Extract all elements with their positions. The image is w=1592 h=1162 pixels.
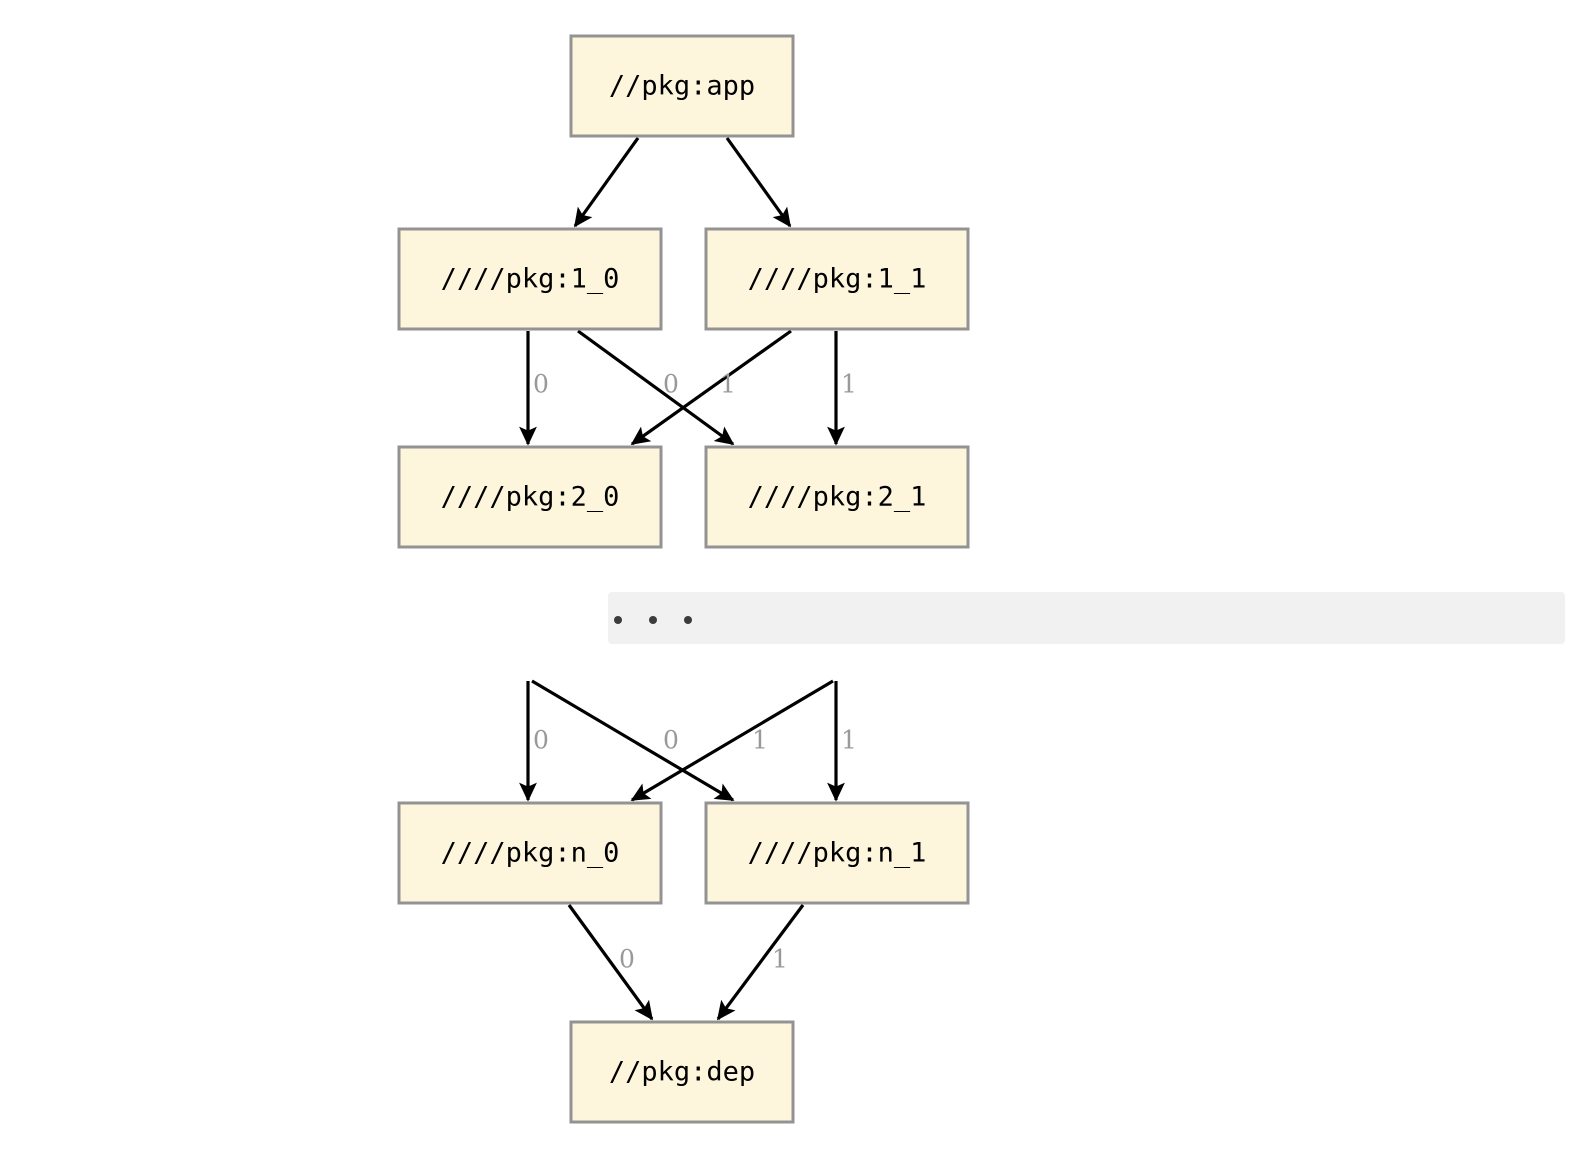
graph-edge (725, 137, 792, 228)
graph-node-ln_0[interactable]: ////pkg:n_0 (397, 801, 663, 905)
edge-line (573, 137, 640, 228)
ellipsis-separator (608, 592, 1565, 644)
edge-label: 0 (533, 370, 549, 399)
graph-edge: 0 (531, 679, 735, 802)
edge-label: 1 (752, 726, 768, 755)
graph-node-l1_0[interactable]: ////pkg:1_0 (397, 227, 663, 331)
node-box[interactable] (397, 801, 663, 905)
graph-edge: 1 (827, 331, 857, 446)
graph-node-l2_1[interactable]: ////pkg:2_1 (704, 445, 970, 549)
node-label: ////pkg:2_1 (748, 482, 927, 513)
edge-label: 1 (720, 370, 736, 399)
edge-line (725, 137, 792, 228)
node-box[interactable] (704, 445, 970, 549)
edge-line (577, 329, 735, 446)
graph-edge: 1 (630, 329, 792, 446)
edge-label: 1 (772, 945, 788, 974)
ellipsis-dot (649, 616, 657, 624)
node-label: ////pkg:1_1 (748, 264, 927, 295)
node-label: ////pkg:n_1 (748, 838, 927, 869)
edge-line (716, 904, 805, 1021)
edge-label: 0 (533, 726, 549, 755)
node-box[interactable] (397, 227, 663, 331)
node-box[interactable] (397, 445, 663, 549)
edges-layer: 0 0 1 1 0 0 1 1 0 1 (519, 137, 857, 1021)
graph-edge: 0 (567, 904, 654, 1021)
ellipsis-dot (614, 616, 622, 624)
graph-edge: 0 (519, 331, 549, 446)
nodes-layer: //pkg:app ////pkg:1_0 ////pkg:1_1 ////pkg:2… (397, 34, 970, 1124)
node-label: //pkg:dep (609, 1057, 755, 1088)
node-label: ////pkg:n_0 (441, 838, 620, 869)
graph-edge: 1 (716, 904, 805, 1021)
edge-line (567, 904, 654, 1021)
graph-node-dep[interactable]: //pkg:dep (569, 1020, 795, 1124)
node-box[interactable] (704, 801, 970, 905)
graph-node-l2_0[interactable]: ////pkg:2_0 (397, 445, 663, 549)
graph-edge: 1 (630, 679, 834, 802)
edge-label: 0 (619, 945, 635, 974)
edge-line (630, 679, 834, 802)
graph-node-ln_1[interactable]: ////pkg:n_1 (704, 801, 970, 905)
edge-label: 1 (841, 370, 857, 399)
graph-edge (573, 137, 640, 228)
node-box[interactable] (704, 227, 970, 331)
node-label: ////pkg:2_0 (441, 482, 620, 513)
edge-label: 1 (841, 726, 857, 755)
graph-node-l1_1[interactable]: ////pkg:1_1 (704, 227, 970, 331)
graph-edge: 0 (577, 329, 735, 446)
node-label: //pkg:app (609, 71, 755, 102)
ellipsis-dot (684, 616, 692, 624)
node-box[interactable] (569, 34, 795, 138)
edge-line (630, 329, 792, 446)
node-box[interactable] (569, 1020, 795, 1124)
node-label: ////pkg:1_0 (441, 264, 620, 295)
ellipsis-band (608, 592, 1565, 644)
edge-label: 0 (663, 370, 679, 399)
graph-node-app[interactable]: //pkg:app (569, 34, 795, 138)
graph-edge: 0 (519, 681, 549, 802)
edge-label: 0 (663, 726, 679, 755)
graph-edge: 1 (827, 681, 857, 802)
edge-line (531, 679, 735, 802)
